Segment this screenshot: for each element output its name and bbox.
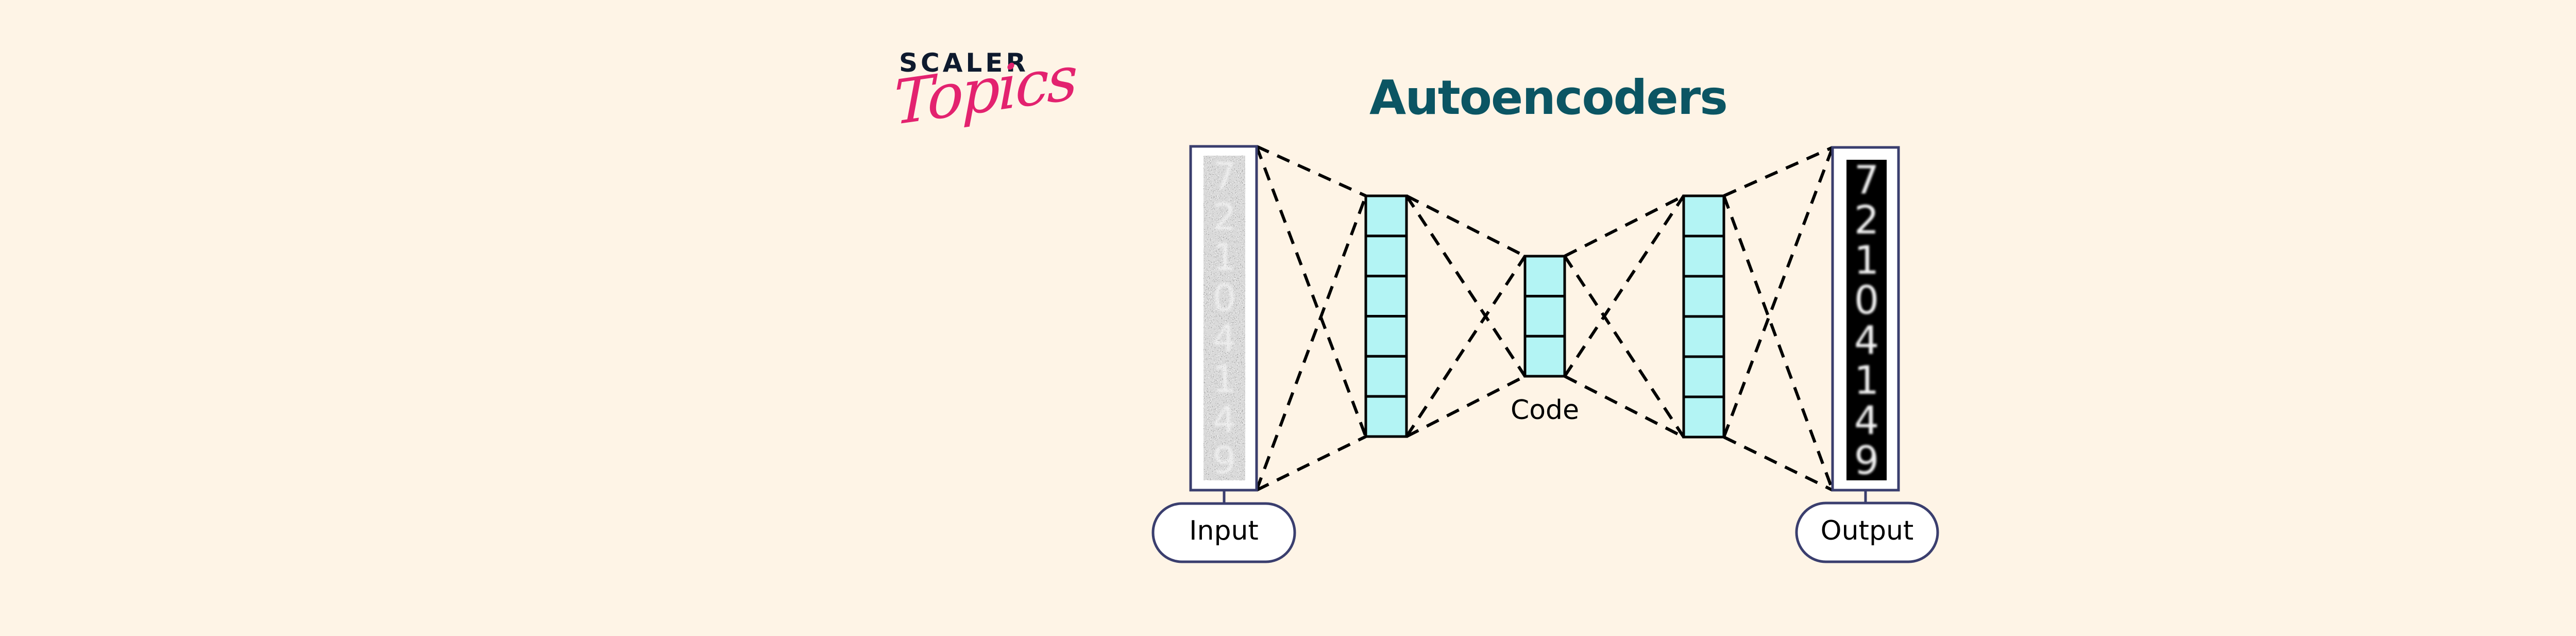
output-digit: 7 (1854, 157, 1879, 203)
output-digit: 2 (1854, 197, 1879, 243)
output-digit: 4 (1854, 397, 1879, 443)
connection-line (1564, 375, 1685, 439)
neuron-cell (1682, 315, 1725, 358)
neuron-cell (1364, 315, 1408, 358)
neuron-cell (1682, 355, 1725, 398)
connection-line (1564, 194, 1685, 258)
connection-line (1723, 436, 1834, 492)
code-label: Code (1511, 395, 1579, 426)
connection-line (1723, 146, 1834, 197)
noise-texture (1204, 156, 1245, 480)
layers-group (1364, 194, 1725, 439)
neuron-cell (1364, 395, 1408, 438)
neuron-cell (1682, 235, 1725, 278)
output-digit: 9 (1854, 438, 1879, 483)
output-label: Output (1821, 515, 1914, 546)
input-label: Input (1189, 515, 1259, 546)
connection-line (1256, 435, 1367, 492)
neuron-cell (1523, 295, 1566, 338)
connection-line (1722, 146, 1834, 438)
output-digit: 1 (1854, 357, 1879, 403)
output-digit: 1 (1854, 237, 1879, 283)
layer-decoder-hidden (1682, 194, 1725, 439)
neuron-cell (1364, 275, 1408, 318)
input-digit: 9 (1213, 439, 1236, 482)
neuron-cell (1682, 194, 1725, 238)
connection-line (1722, 195, 1834, 491)
input-digit: 2 (1213, 195, 1236, 238)
neuron-cell (1682, 275, 1725, 318)
connection-line (1256, 145, 1367, 197)
connection-line (1405, 255, 1527, 438)
output-digit: 4 (1854, 317, 1879, 363)
connections-group (1255, 145, 1834, 492)
input-digit: 4 (1213, 317, 1236, 360)
diagram-title: Autoencoders (1369, 70, 1728, 125)
layer-code (1523, 255, 1566, 378)
input-digit: 1 (1213, 236, 1236, 279)
input-digit: 0 (1213, 276, 1236, 320)
input-label-pill (1151, 502, 1296, 563)
neuron-cell (1682, 395, 1725, 439)
input-digit: 1 (1213, 357, 1236, 400)
connection-line (1405, 195, 1527, 377)
neuron-cell (1523, 255, 1566, 298)
output-image-background (1846, 160, 1887, 480)
connection-line (1405, 194, 1526, 258)
output-digit: 0 (1854, 277, 1879, 323)
neuron-cell (1364, 235, 1408, 278)
connection-line (1563, 195, 1685, 377)
logo-scaler-text: SCALER (899, 48, 1029, 78)
input-digit: 7 (1213, 155, 1236, 198)
connection-line (1255, 195, 1367, 491)
connection-line (1255, 145, 1367, 438)
output-label-pill (1795, 501, 1939, 563)
input-digit: 4 (1213, 398, 1236, 441)
scaler-topics-logo: SCALER Topics (894, 42, 1076, 156)
labels-group: Input Output Code (1189, 395, 1913, 546)
layer-encoder-hidden (1364, 194, 1408, 438)
neuron-cell (1364, 355, 1408, 398)
neuron-cell (1364, 194, 1408, 238)
neuron-cell (1523, 334, 1566, 378)
connection-line (1405, 375, 1526, 438)
